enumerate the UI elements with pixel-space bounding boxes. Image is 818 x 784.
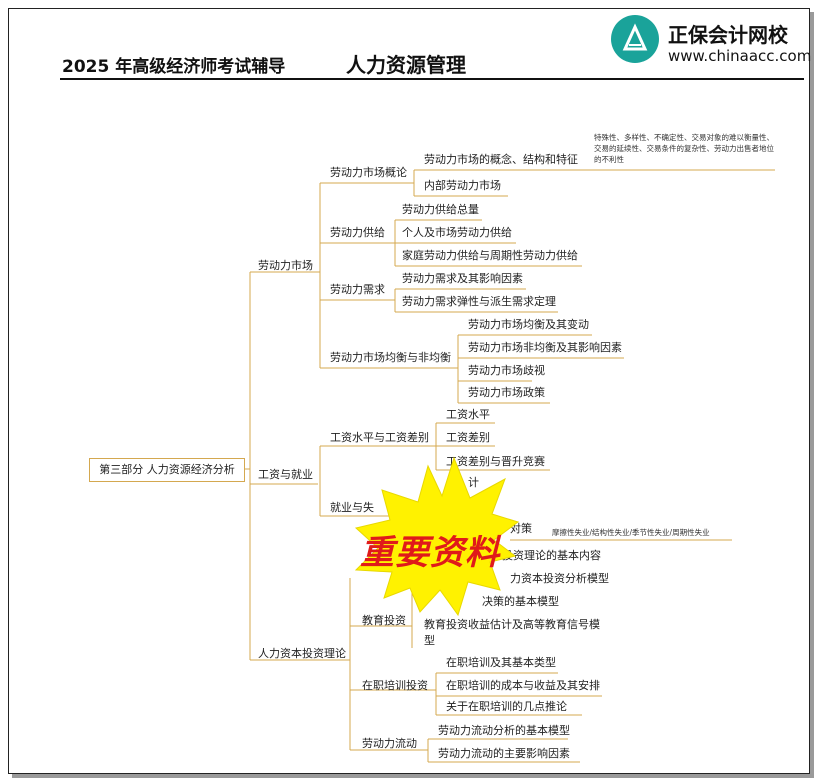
l2-market-overview: 劳动力市场概论	[330, 166, 407, 179]
l2-equilibrium: 劳动力市场均衡与非均衡	[330, 351, 451, 364]
l3-item: 劳动力市场歧视	[468, 364, 545, 377]
l3-item: 劳动力供给总量	[402, 203, 479, 216]
l3-item: 关于在职培训的几点推论	[446, 700, 567, 713]
l3-item: 劳动力流动分析的基本模型	[438, 724, 570, 737]
stamp-text: 重要资料	[360, 533, 500, 573]
brand-url: www.chinaacc.com	[668, 47, 812, 65]
l3-item: 工资差别	[446, 431, 490, 444]
subject-title: 人力资源管理	[346, 53, 466, 77]
l3-item: 劳动力市场均衡及其变动	[468, 318, 589, 331]
note-unemployment-types: 摩擦性失业/结构性失业/季节性失业/周期性失业	[552, 528, 710, 537]
header-rule	[60, 78, 804, 80]
l2-education: 教育投资	[362, 614, 406, 627]
page-frame	[8, 8, 810, 774]
l2-onjob-training: 在职培训投资	[362, 679, 428, 692]
brand-name: 正保会计网校	[668, 23, 788, 47]
note-market-features: 特殊性、多样性、不确定性、交易对象的难以衡量性、交易的延续性、交易条件的复杂性、…	[594, 133, 774, 164]
l3-item: 在职培训的成本与收益及其安排	[446, 679, 600, 692]
l3-item: 教育投资收益估计及高等教育信号模	[424, 618, 600, 631]
l3-item: 劳动力市场非均衡及其影响因素	[468, 341, 622, 354]
l3-item: 劳动力流动的主要影响因素	[438, 747, 570, 760]
l2-employment: 就业与失	[330, 501, 374, 514]
l3-item: 计	[468, 476, 479, 489]
l3-item: 决策的基本模型	[482, 595, 559, 608]
l3-item: 家庭劳动力供给与周期性劳动力供给	[402, 249, 578, 262]
l3-item: 对策	[510, 522, 532, 535]
l3-item: 在职培训及其基本类型	[446, 656, 556, 669]
l1-wage-employment: 工资与就业	[258, 468, 313, 481]
l1-human-capital: 人力资本投资理论	[258, 647, 346, 660]
l3-item: 内部劳动力市场	[424, 179, 501, 192]
l3-item: 劳动力需求及其影响因素	[402, 272, 523, 285]
l3-item: 劳动力需求弹性与派生需求定理	[402, 295, 556, 308]
l2-labor-supply: 劳动力供给	[330, 226, 385, 239]
l2-mobility: 劳动力流动	[362, 737, 417, 750]
l2-wage-level: 工资水平与工资差别	[330, 431, 429, 444]
l3-item: 工资水平	[446, 408, 490, 421]
l3-item: 工资差别与晋升竞赛	[446, 455, 545, 468]
brand-logo-icon	[611, 15, 659, 63]
l3-item: 劳动力市场政策	[468, 386, 545, 399]
l3-item: 力资本投资分析模型	[510, 572, 609, 585]
l3-item: 型	[424, 634, 435, 647]
l3-item: 个人及市场劳动力供给	[402, 226, 512, 239]
l1-labor-market: 劳动力市场	[258, 259, 313, 272]
l2-labor-demand: 劳动力需求	[330, 283, 385, 296]
mindmap-root: 第三部分 人力资源经济分析	[89, 458, 245, 482]
l3-item: 劳动力市场的概念、结构和特征	[424, 153, 578, 166]
exam-title: 2025 年高级经济师考试辅导	[62, 57, 286, 77]
